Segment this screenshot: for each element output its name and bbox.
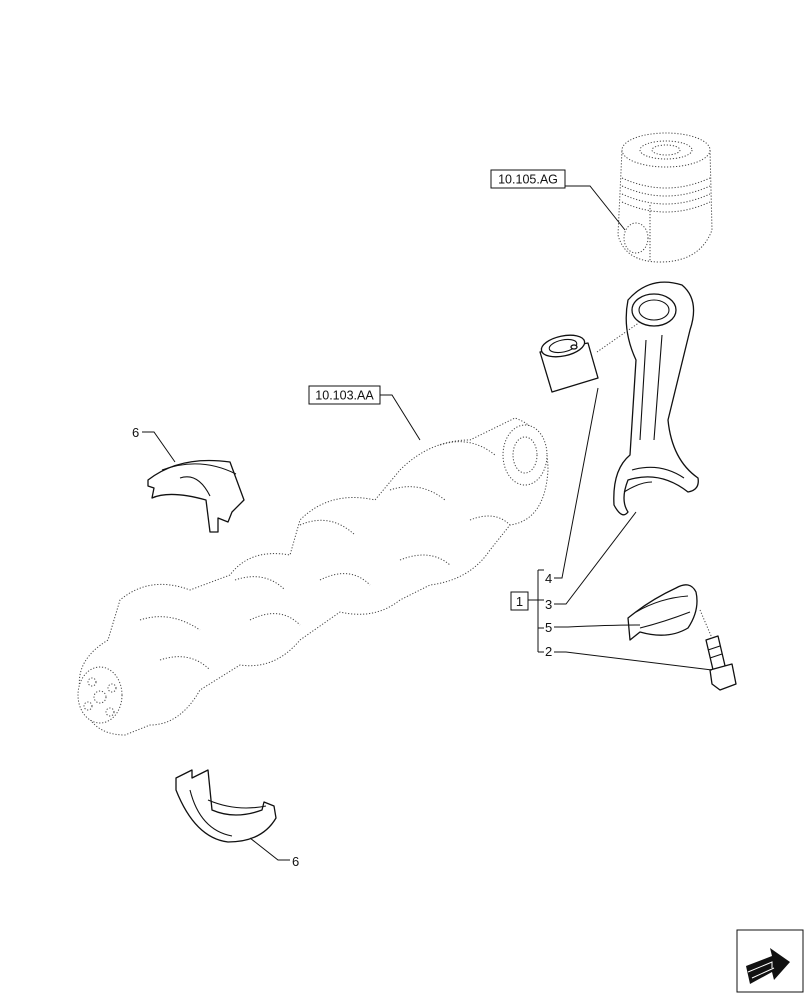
lower-bearing-shell-drawing bbox=[175, 769, 277, 843]
leader-lines bbox=[142, 185, 713, 861]
callout-item-4: 4 bbox=[545, 571, 552, 586]
bolt-drawing bbox=[699, 609, 737, 691]
callout-lower-shell: 6 bbox=[292, 854, 299, 869]
piston-drawing bbox=[617, 132, 713, 263]
callout-group-1: 1 bbox=[510, 591, 529, 611]
svg-text:10.105.AG: 10.105.AG bbox=[498, 173, 558, 187]
rod-cap-drawing bbox=[627, 584, 698, 641]
connecting-rod-drawing bbox=[596, 281, 699, 516]
crankshaft-ref-label[interactable]: 10.103.AA bbox=[308, 385, 381, 405]
bushing-drawing bbox=[539, 334, 599, 393]
callout-upper-shell: 6 bbox=[132, 425, 139, 440]
callout-item-5: 5 bbox=[545, 620, 552, 635]
callout-item-3: 3 bbox=[545, 597, 552, 612]
next-page-arrow-icon[interactable] bbox=[736, 929, 804, 993]
callout-item-2: 2 bbox=[545, 644, 552, 659]
piston-ref-label[interactable]: 10.105.AG bbox=[490, 169, 566, 189]
upper-bearing-shell-drawing bbox=[147, 459, 245, 533]
svg-text:10.103.AA: 10.103.AA bbox=[315, 389, 374, 403]
crankshaft-drawing bbox=[77, 417, 549, 736]
svg-text:1: 1 bbox=[516, 594, 523, 609]
